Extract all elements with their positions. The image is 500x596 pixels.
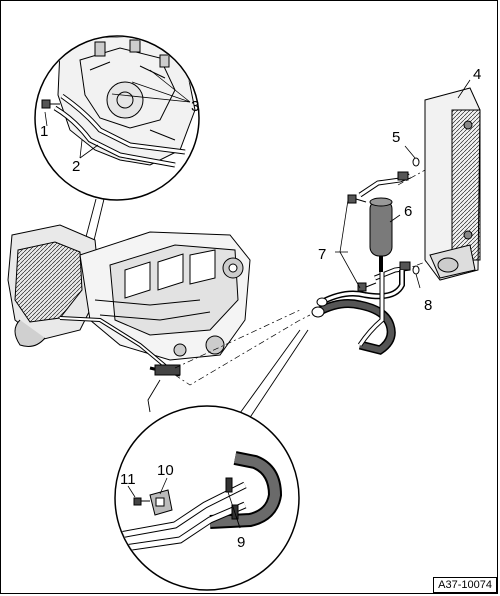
right-leaders — [335, 79, 471, 289]
engine-assembly — [7, 224, 251, 377]
callout-6: 6 — [404, 203, 412, 220]
callout-5: 5 — [392, 129, 400, 146]
radiator — [424, 87, 481, 281]
callout-11: 11 — [120, 471, 136, 488]
figure-reference-code: A37-10074 — [433, 577, 497, 593]
callout-9: 9 — [237, 534, 245, 551]
bottom-circle-stem — [147, 329, 309, 426]
callout-4: 4 — [473, 66, 481, 83]
callout-3: 3 — [191, 98, 199, 115]
cooler-hose-assembly — [311, 157, 420, 355]
callout-2: 2 — [72, 158, 80, 175]
detail-circle-bottom — [114, 405, 300, 591]
callout-1: 1 — [40, 123, 48, 140]
callout-10: 10 — [157, 462, 174, 479]
callout-labels: 1 2 3 4 5 6 7 8 9 10 11 — [40, 66, 481, 551]
callout-7: 7 — [318, 246, 326, 263]
callout-8: 8 — [424, 297, 432, 314]
detail-circle-top — [34, 35, 200, 201]
